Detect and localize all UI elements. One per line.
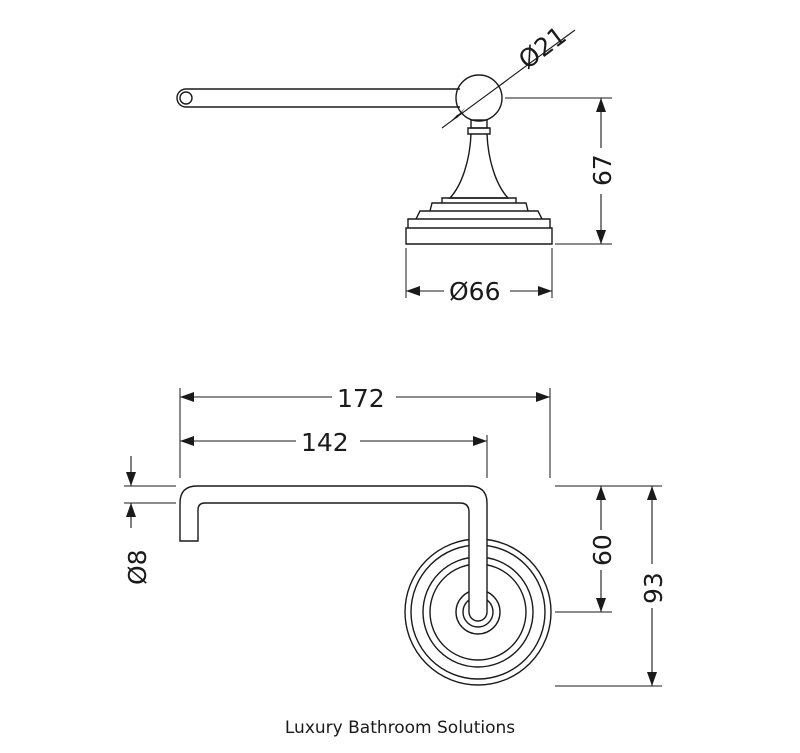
dim-arm-height: 60 — [588, 534, 617, 566]
ball-joint — [455, 74, 503, 122]
arm-rod-front — [179, 485, 488, 622]
dim-base-diameter: Ø66 — [449, 277, 501, 306]
dim-overall-width: 172 — [337, 384, 385, 413]
stem — [448, 133, 510, 199]
dim-height: 67 — [588, 154, 617, 186]
side-elevation: Ø21 67 Ø66 — [176, 21, 617, 306]
arm-rod — [176, 88, 460, 108]
dim-overall-height: 93 — [639, 572, 668, 604]
dim-rod-diameter: Ø8 — [123, 549, 152, 585]
dim-arm-length: 142 — [301, 428, 349, 457]
front-elevation: 172 142 Ø8 60 93 — [123, 380, 668, 687]
base-plate — [405, 197, 553, 245]
brand-caption: Luxury Bathroom Solutions — [284, 718, 516, 738]
dim-ball-diameter: Ø21 — [513, 21, 572, 75]
